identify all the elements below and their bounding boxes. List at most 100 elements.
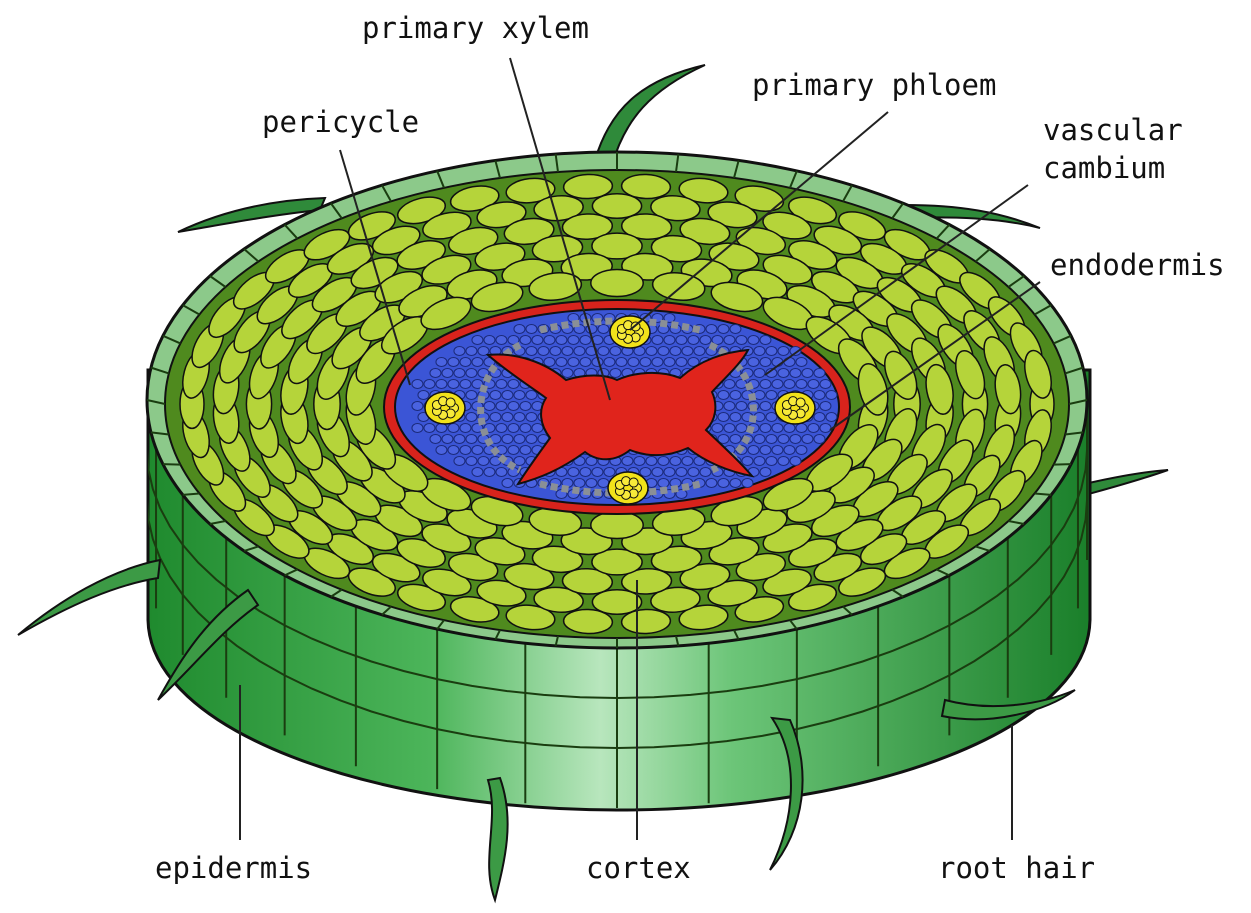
vascular-cell <box>724 402 735 411</box>
vascular-cell <box>496 424 507 433</box>
vascular-cell <box>490 391 501 400</box>
vascular-cell <box>754 435 765 444</box>
vascular-cell <box>796 380 807 389</box>
label-endodermis: endodermis <box>1050 248 1225 282</box>
vascular-cell <box>442 435 453 444</box>
vascular-cell <box>700 336 711 345</box>
vascular-cell <box>808 380 819 389</box>
vascular-cell <box>760 380 771 389</box>
vascular-cell <box>652 468 663 477</box>
vascular-cell <box>478 457 489 466</box>
vascular-cell <box>580 336 591 345</box>
vascular-cell <box>484 468 495 477</box>
vascular-cell <box>790 457 801 466</box>
vascular-cell <box>748 336 759 345</box>
label-cortex: cortex <box>586 851 691 885</box>
vascular-cell <box>502 435 513 444</box>
vascular-cell <box>412 402 423 411</box>
root-hair-top <box>595 65 705 165</box>
vascular-cell <box>520 446 531 455</box>
vascular-cell <box>718 479 729 488</box>
vascular-cell <box>778 369 789 378</box>
vascular-cell <box>520 402 531 411</box>
vascular-cell <box>748 446 759 455</box>
vascular-cell <box>658 347 669 356</box>
vascular-cell <box>484 336 495 345</box>
phloem-cell <box>629 478 638 487</box>
vascular-cell <box>586 479 597 488</box>
vascular-cell <box>796 424 807 433</box>
vascular-cell <box>718 325 729 334</box>
vascular-cell <box>760 402 771 411</box>
vascular-cell <box>562 369 573 378</box>
vascular-cell <box>448 358 459 367</box>
vascular-cell <box>760 468 771 477</box>
vascular-cell <box>796 358 807 367</box>
vascular-cell <box>706 479 717 488</box>
vascular-cell <box>598 479 609 488</box>
vascular-cell <box>448 424 459 433</box>
vascular-cell <box>454 435 465 444</box>
vascular-cell <box>766 347 777 356</box>
vascular-cell <box>472 336 483 345</box>
vascular-cell <box>814 391 825 400</box>
vascular-cell <box>700 468 711 477</box>
vascular-cell <box>766 435 777 444</box>
vascular-cell <box>436 358 447 367</box>
vascular-cell <box>490 413 501 422</box>
vascular-cell <box>730 391 741 400</box>
label-vascular-cambium-1: vascular <box>1043 113 1183 147</box>
vascular-cell <box>526 325 537 334</box>
cortex-cell <box>591 270 643 297</box>
vascular-cell <box>652 336 663 345</box>
vascular-cell <box>658 457 669 466</box>
vascular-cell <box>718 391 729 400</box>
vascular-cell <box>460 424 471 433</box>
vascular-cell <box>598 347 609 356</box>
vascular-cell <box>580 468 591 477</box>
root-hair-left <box>18 560 160 635</box>
vascular-cell <box>670 457 681 466</box>
vascular-cell <box>742 457 753 466</box>
vascular-cell <box>664 468 675 477</box>
vascular-cell <box>526 435 537 444</box>
vascular-cell <box>820 380 831 389</box>
vascular-cell <box>568 336 579 345</box>
vascular-cell <box>652 358 663 367</box>
vascular-cell <box>520 336 531 345</box>
vascular-cell <box>496 402 507 411</box>
vascular-cell <box>556 336 567 345</box>
vascular-cell <box>502 413 513 422</box>
label-root-hair: root hair <box>938 851 1095 885</box>
vascular-cell <box>634 457 645 466</box>
vascular-cell <box>730 435 741 444</box>
vascular-cell <box>568 358 579 367</box>
vascular-cell <box>778 435 789 444</box>
vascular-cell <box>784 358 795 367</box>
vascular-cell <box>472 468 483 477</box>
vascular-cell <box>760 424 771 433</box>
vascular-cell <box>466 369 477 378</box>
vascular-cell <box>802 435 813 444</box>
vascular-cell <box>556 358 567 367</box>
vascular-cell <box>508 446 519 455</box>
vascular-cell <box>508 402 519 411</box>
vascular-cell <box>472 358 483 367</box>
vascular-cell <box>796 446 807 455</box>
vascular-cell <box>784 380 795 389</box>
vascular-cell <box>730 413 741 422</box>
vascular-cell <box>496 468 507 477</box>
vascular-cell <box>412 424 423 433</box>
vascular-cell <box>514 435 525 444</box>
vascular-cell <box>706 325 717 334</box>
vascular-cell <box>466 435 477 444</box>
vascular-cell <box>430 369 441 378</box>
root-hair-right <box>1080 470 1168 495</box>
vascular-cell <box>424 424 435 433</box>
vascular-cell <box>436 380 447 389</box>
vascular-cell <box>454 347 465 356</box>
vascular-cell <box>766 391 777 400</box>
vascular-cell <box>802 369 813 378</box>
vascular-cell <box>460 446 471 455</box>
label-epidermis: epidermis <box>155 851 312 885</box>
